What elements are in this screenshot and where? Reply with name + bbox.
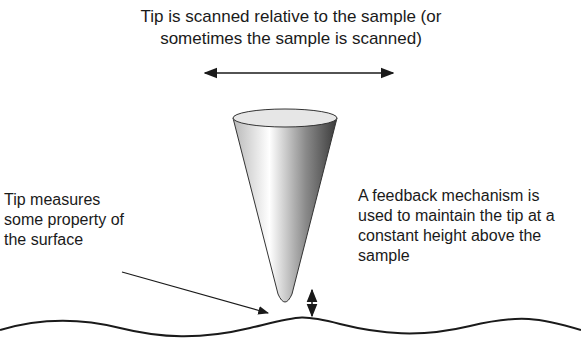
leader-line (122, 272, 268, 313)
sample-surface (0, 318, 581, 337)
callout-note: A feedback mechanism is used to maintain… (358, 186, 573, 266)
height-arrow (311, 290, 313, 316)
callout-note: Tip measures some property of the surfac… (4, 190, 139, 250)
scan-arrow (205, 72, 393, 74)
probe-tip (233, 118, 337, 302)
tip-top (233, 109, 337, 127)
title-note: Tip is scanned relative to the sample (o… (130, 6, 452, 50)
